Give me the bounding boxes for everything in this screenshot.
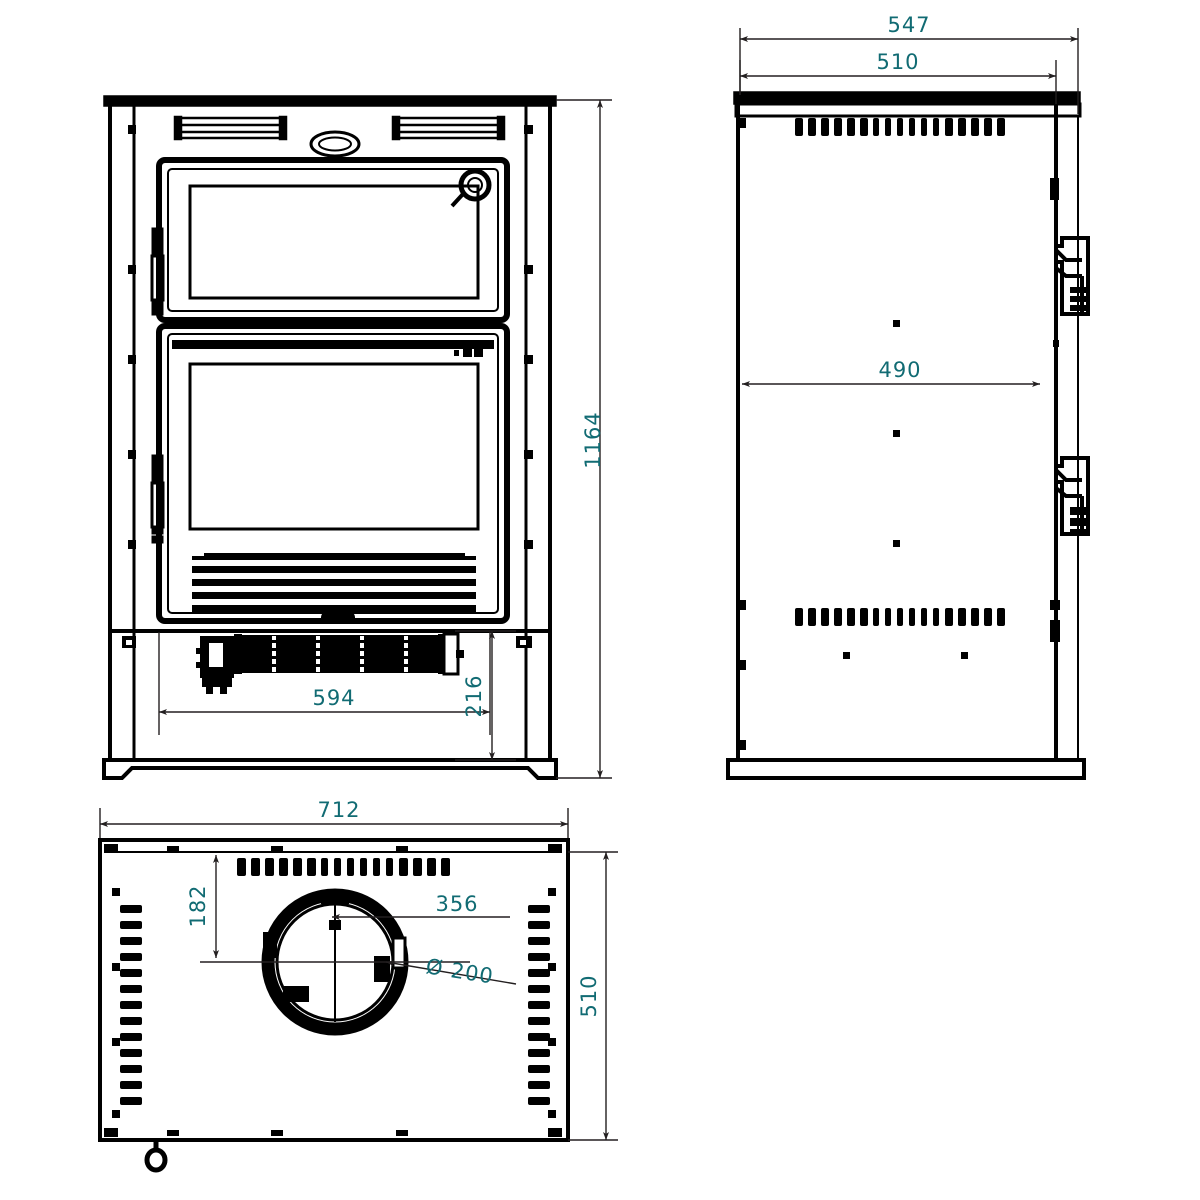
dim-label-712: 712 bbox=[317, 798, 360, 822]
front-lower-door-hinge bbox=[150, 454, 165, 544]
front-top-plate bbox=[103, 95, 557, 107]
plan-top-vent-slots bbox=[237, 858, 450, 876]
side-centre-marks bbox=[843, 320, 968, 659]
front-rib-cap-left bbox=[190, 552, 204, 556]
side-base-plinth bbox=[726, 758, 1086, 780]
front-top-air-vent-right bbox=[391, 115, 506, 141]
front-grate-assembly bbox=[234, 632, 464, 676]
front-top-air-vent-left bbox=[173, 115, 288, 141]
dim-label-216: 216 bbox=[462, 674, 486, 717]
front-air-control-icon[interactable] bbox=[196, 636, 234, 694]
dim-label-490: 490 bbox=[878, 358, 921, 382]
side-left-edge-studs bbox=[740, 118, 746, 750]
front-base-brackets bbox=[122, 636, 532, 648]
dim-label-356: 356 bbox=[435, 892, 478, 916]
dim-label-dia200: Ø 200 bbox=[424, 954, 495, 988]
plan-bottom-handle-loop-icon bbox=[144, 1140, 168, 1173]
front-lower-door-latch-icon[interactable] bbox=[454, 348, 483, 357]
dim-label-182: 182 bbox=[186, 884, 210, 927]
side-upper-hinge-icon bbox=[1054, 236, 1090, 316]
side-rear-studs bbox=[1050, 178, 1060, 642]
plan-outer-body bbox=[98, 838, 570, 1142]
side-top-vent-slots bbox=[795, 118, 1005, 136]
side-top-plate bbox=[733, 91, 1081, 105]
dim-label-1164: 1164 bbox=[581, 411, 605, 468]
side-view-dimensions: 547 510 490 bbox=[739, 13, 1079, 387]
dim-label-510-plan: 510 bbox=[577, 974, 601, 1017]
dim-leader-dia200 bbox=[385, 960, 517, 985]
front-view-dimensions: 1164 594 216 bbox=[158, 99, 612, 779]
front-lower-door-ribs bbox=[192, 553, 476, 612]
plan-view bbox=[98, 838, 570, 1173]
front-base-plinth bbox=[102, 758, 558, 780]
front-view bbox=[102, 95, 558, 780]
side-top-plate-edge bbox=[734, 102, 1082, 118]
plan-corner-studs bbox=[104, 844, 562, 1137]
front-top-badge-icon bbox=[309, 130, 361, 158]
front-top-badge-inner-icon bbox=[318, 136, 352, 152]
dim-label-510-side: 510 bbox=[876, 50, 919, 74]
plan-right-vent-slots bbox=[528, 905, 550, 1105]
front-upper-door-knob-icon[interactable] bbox=[450, 168, 492, 208]
dim-label-547: 547 bbox=[887, 13, 930, 37]
front-left-studs bbox=[128, 125, 136, 549]
front-upper-door[interactable] bbox=[156, 157, 510, 323]
plan-view-dimensions: 712 510 182 356 Ø 200 bbox=[99, 798, 618, 1141]
plan-left-vent-slots bbox=[120, 905, 142, 1105]
front-upper-door-glass bbox=[188, 184, 480, 300]
front-upper-door-hinge bbox=[150, 227, 165, 316]
front-lower-door[interactable] bbox=[156, 323, 510, 624]
front-lower-door-glass bbox=[188, 362, 480, 531]
side-view bbox=[726, 91, 1090, 780]
side-bottom-vent-slots bbox=[795, 608, 1005, 626]
side-lower-hinge-icon bbox=[1054, 456, 1090, 536]
dim-label-594: 594 bbox=[312, 686, 355, 710]
front-right-studs bbox=[524, 125, 533, 549]
front-door-handle-tab-icon[interactable] bbox=[321, 612, 355, 624]
front-rib-cap-right bbox=[465, 552, 479, 556]
